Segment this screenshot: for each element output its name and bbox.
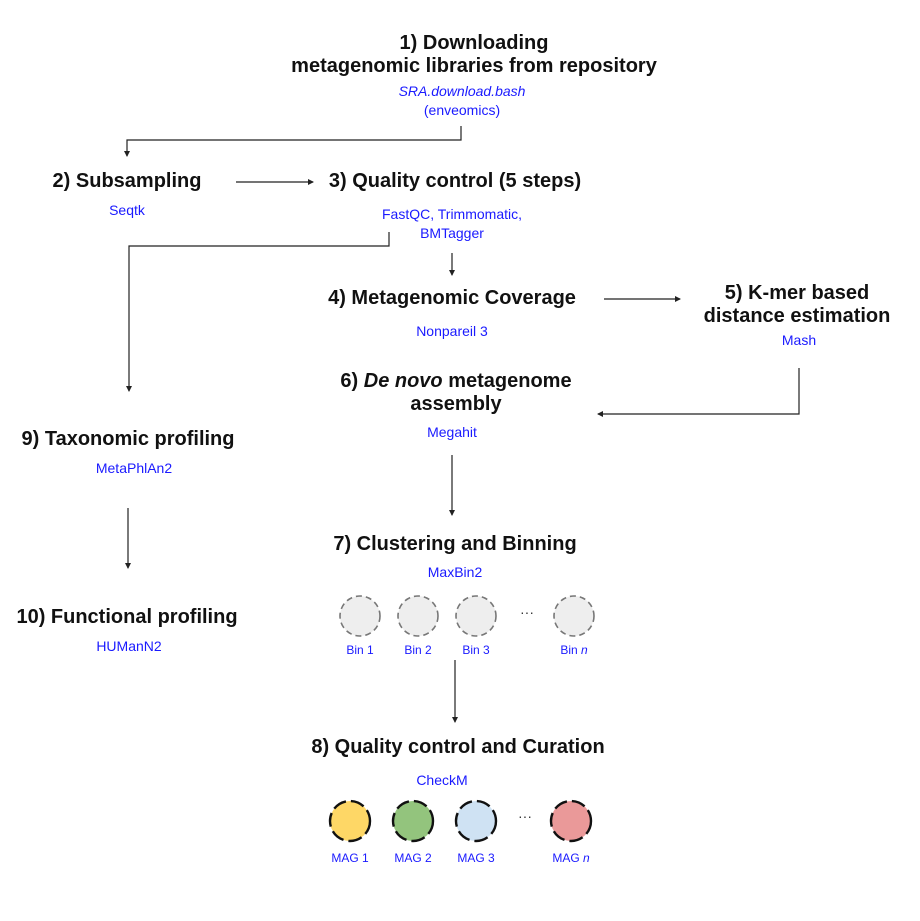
step1-title-line2: metagenomic libraries from repository [291, 55, 657, 77]
arrow-5-to-6 [597, 368, 800, 417]
step4-title: 4) Metagenomic Coverage [328, 287, 576, 309]
mags-ellipsis: ··· [518, 808, 532, 824]
step1-tool: SRA.download.bash [398, 83, 526, 99]
bin-label: Bin 1 [346, 643, 374, 657]
step5-title-line1: 5) K-mer based [724, 282, 870, 304]
mag-circle [328, 799, 372, 843]
bin-circle [455, 595, 497, 637]
bin-circle [553, 595, 595, 637]
step7-title: 7) Clustering and Binning [333, 533, 577, 555]
step6-title-suffix: metagenome [442, 370, 572, 392]
step8-title: 8) Quality control and Curation [311, 736, 605, 758]
mag-circle [391, 799, 435, 843]
mag-label: MAG n [552, 851, 590, 865]
step9-tool: MetaPhlAn2 [95, 460, 173, 476]
step8-tool: CheckM [416, 772, 468, 788]
bin-circle [339, 595, 381, 637]
step1-title-line1: 1) Downloading [399, 32, 549, 54]
mag-circle [454, 799, 498, 843]
step10-tool: HUManN2 [96, 638, 162, 654]
step7-tool: MaxBin2 [427, 564, 483, 580]
step6-title-prefix: 6) [340, 370, 364, 392]
step1-tool-source: (enveomics) [423, 102, 501, 118]
arrow-1-to-2 [124, 126, 462, 157]
mag-label: MAG 1 [331, 851, 369, 865]
step10-title: 10) Functional profiling [16, 606, 238, 628]
step2-tool: Seqtk [109, 202, 145, 218]
step5-tool: Mash [781, 332, 817, 348]
arrow-3-to-9 [126, 232, 390, 392]
step6-title-line2: assembly [410, 393, 502, 415]
bin-label: Bin 2 [404, 643, 432, 657]
step6-title-italic: De novo [363, 370, 443, 392]
step9-title: 9) Taxonomic profiling [21, 428, 235, 450]
step3-title: 3) Quality control (5 steps) [328, 170, 582, 192]
bin-label: Bin n [560, 643, 588, 657]
bin-circle [397, 595, 439, 637]
step3-tools-line1: FastQC, Trimmomatic, [381, 206, 523, 222]
mag-label: MAG 2 [394, 851, 432, 865]
bins-ellipsis: ··· [520, 604, 534, 620]
step4-tool: Nonpareil 3 [416, 323, 488, 339]
step5-title-line2: distance estimation [703, 305, 891, 327]
step6-tool: Megahit [427, 424, 477, 440]
bin-label: Bin 3 [462, 643, 490, 657]
mag-circle [549, 799, 593, 843]
step3-tools-line2: BMTagger [420, 225, 484, 241]
step6-title-line1: 6) De novo metagenome [340, 370, 571, 393]
step2-title: 2) Subsampling [52, 170, 202, 192]
mag-label: MAG 3 [457, 851, 495, 865]
